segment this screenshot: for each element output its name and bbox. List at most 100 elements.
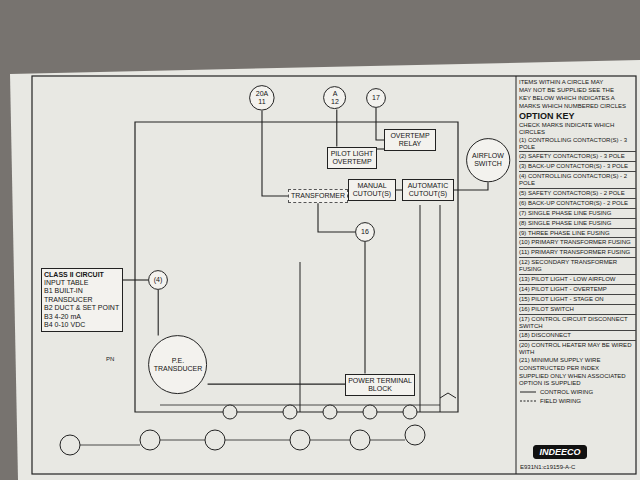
option-circle [140,430,160,450]
circle-shape [367,89,386,108]
wire [336,110,337,147]
node-text: OVERTEMP RELAY [387,132,433,149]
wire [208,384,345,385]
note-text: (5) SAFETY CONTACTOR(S) - 2 POLE [519,190,636,199]
brand-logo: INDEECO [533,445,586,460]
node-text: B1 BUILT-IN TRANSDUCER [44,287,120,304]
option-circle: 16 [355,222,375,242]
node-text: (4) [154,276,163,284]
note-text: (20) CONTROL HEATER MAY BE WIRED WITH [519,342,636,356]
note-text: (1) CONTROLLING CONTACTOR(S) - 3 POLE [519,137,636,153]
legend-sample [519,389,537,395]
airflow-switch-circle: AIRFLOW SWITCH [466,138,510,182]
note-text: (17) CONTROL CIRCUIT DISCONNECT SWITCH [519,316,636,332]
note-text: (2) SAFETY CONTACTOR(S) - 3 POLE [519,153,636,162]
option-circle [205,430,225,450]
option-circle: 17 [366,88,386,108]
paper-sheet [10,60,640,480]
note-text: (8) SINGLE PHASE LINE FUSING [519,220,636,229]
field-wire [80,440,405,445]
node-text: AUTOMATIC CUTOUT(S) [405,182,451,199]
note-text: (6) BACK-UP CONTACTOR(S) - 2 POLE [519,200,636,209]
node-text: P.E. TRANSDUCER [152,357,204,374]
note-text: (13) PILOT LIGHT - LOW AIRFLOW [519,276,636,285]
circle-shape [250,86,275,111]
note-text: SUPPLIED ONLY WHEN ASSOCIATED OPTION IS … [519,373,636,387]
legend-text: CONTROL WIRING [540,389,593,396]
note-text: MARKS WHICH NUMBERED CIRCLES [519,103,636,110]
node-text: INDEECO [539,447,580,458]
circle-shape [149,336,207,394]
note-text: (3) BACK-UP CONTACTOR(S) - 3 POLE [519,163,636,172]
circle-shape [324,87,346,109]
note-text: CONSTRUCTED PER INDEX [519,365,636,372]
note-text: (9) THREE PHASE LINE FUSING [519,230,636,239]
node-text: 17 [372,94,380,102]
note-text: (7) SINGLE PHASE LINE FUSING [519,210,636,219]
bus-wire [160,405,440,406]
note-text: (11) PRIMARY TRANSFORMER FUSING [519,249,636,258]
legend-line [520,400,536,401]
note-text: (10) PRIMARY TRANSFORMER FUSING [519,239,636,248]
note-text: OPTION KEY [519,111,636,121]
terminal-block: POWER TERMINAL BLOCK [345,374,415,397]
control-loop-wire [135,122,458,412]
terminal-circle [323,405,337,419]
node-text: TRANSFORMER [291,192,345,200]
wire [364,242,365,374]
wire [454,182,488,190]
legend-line [520,392,536,393]
wire [377,148,384,149]
legend-row: FIELD WIRING [519,398,636,405]
transducer-circle: P.E. TRANSDUCER [148,335,207,394]
note-text: (4) CONTROLLING CONTACTOR(S) - 2 POLE [519,173,636,189]
note-text: (18) DISCONNECT [519,332,636,341]
cutout-box: MANUAL CUTOUT(S) [348,179,396,202]
node-text: CLASS II CIRCUIT [44,271,120,279]
note-text: (21) MINIMUM SUPPLY WIRE [519,357,636,364]
note-text: (15) PILOT LIGHT - STAGE ON [519,296,636,305]
node-text: 20A [256,90,268,98]
circle-shape [356,223,375,242]
note-text: MAY NOT BE SUPPLIED SEE THE [519,87,636,94]
node-text: MANUAL CUTOUT(S) [351,182,393,199]
sheet-border [32,76,636,474]
note-text: KEY BELOW WHICH INDICATES A [519,95,636,102]
circle-shape [149,271,168,290]
node-text: A [333,90,338,98]
option-circle: A12 [323,86,346,109]
wire [262,111,288,196]
terminal-circle [283,405,297,419]
terminal-circle [403,405,417,419]
fuse-circle: 20A11 [249,85,275,111]
terminal-circle [223,405,237,419]
node-text: POWER TERMINAL BLOCK [348,377,412,394]
option-circle [290,430,310,450]
wire [318,203,355,232]
terminal-circle [363,405,377,419]
node-text: PILOT LIGHT OVERTEMP [330,150,374,167]
node-text: B3 4-20 mA [44,313,120,321]
node-text: 11 [258,98,265,106]
node-text: 16 [361,228,369,236]
input-table: CLASS II CIRCUITINPUT TABLEB1 BUILT-IN T… [41,268,123,333]
ground-symbol [440,393,456,398]
note-text: (12) SECONDARY TRANSFORMER FUSING [519,259,636,275]
option-circle [350,430,370,450]
note-text: ITEMS WITHIN A CIRCLE MAY [519,79,636,86]
option-circle [405,425,425,445]
node-text: B4 0-10 VDC [44,321,120,329]
note-text: (14) PILOT LIGHT - OVERTEMP [519,286,636,295]
transformer-label: TRANSFORMER [288,189,348,203]
option-circle: (4) [148,270,168,290]
node-text: INPUT TABLE [44,279,120,287]
circle-shape [466,138,509,181]
wire [123,279,148,280]
legend-text: FIELD WIRING [540,398,581,405]
relay-box: OVERTEMP RELAY [384,129,436,152]
note-text: (16) PILOT SWITCH [519,306,636,315]
panel-divider [516,76,517,474]
node-text: AIRFLOW SWITCH [470,152,506,169]
control-wire [300,205,440,412]
